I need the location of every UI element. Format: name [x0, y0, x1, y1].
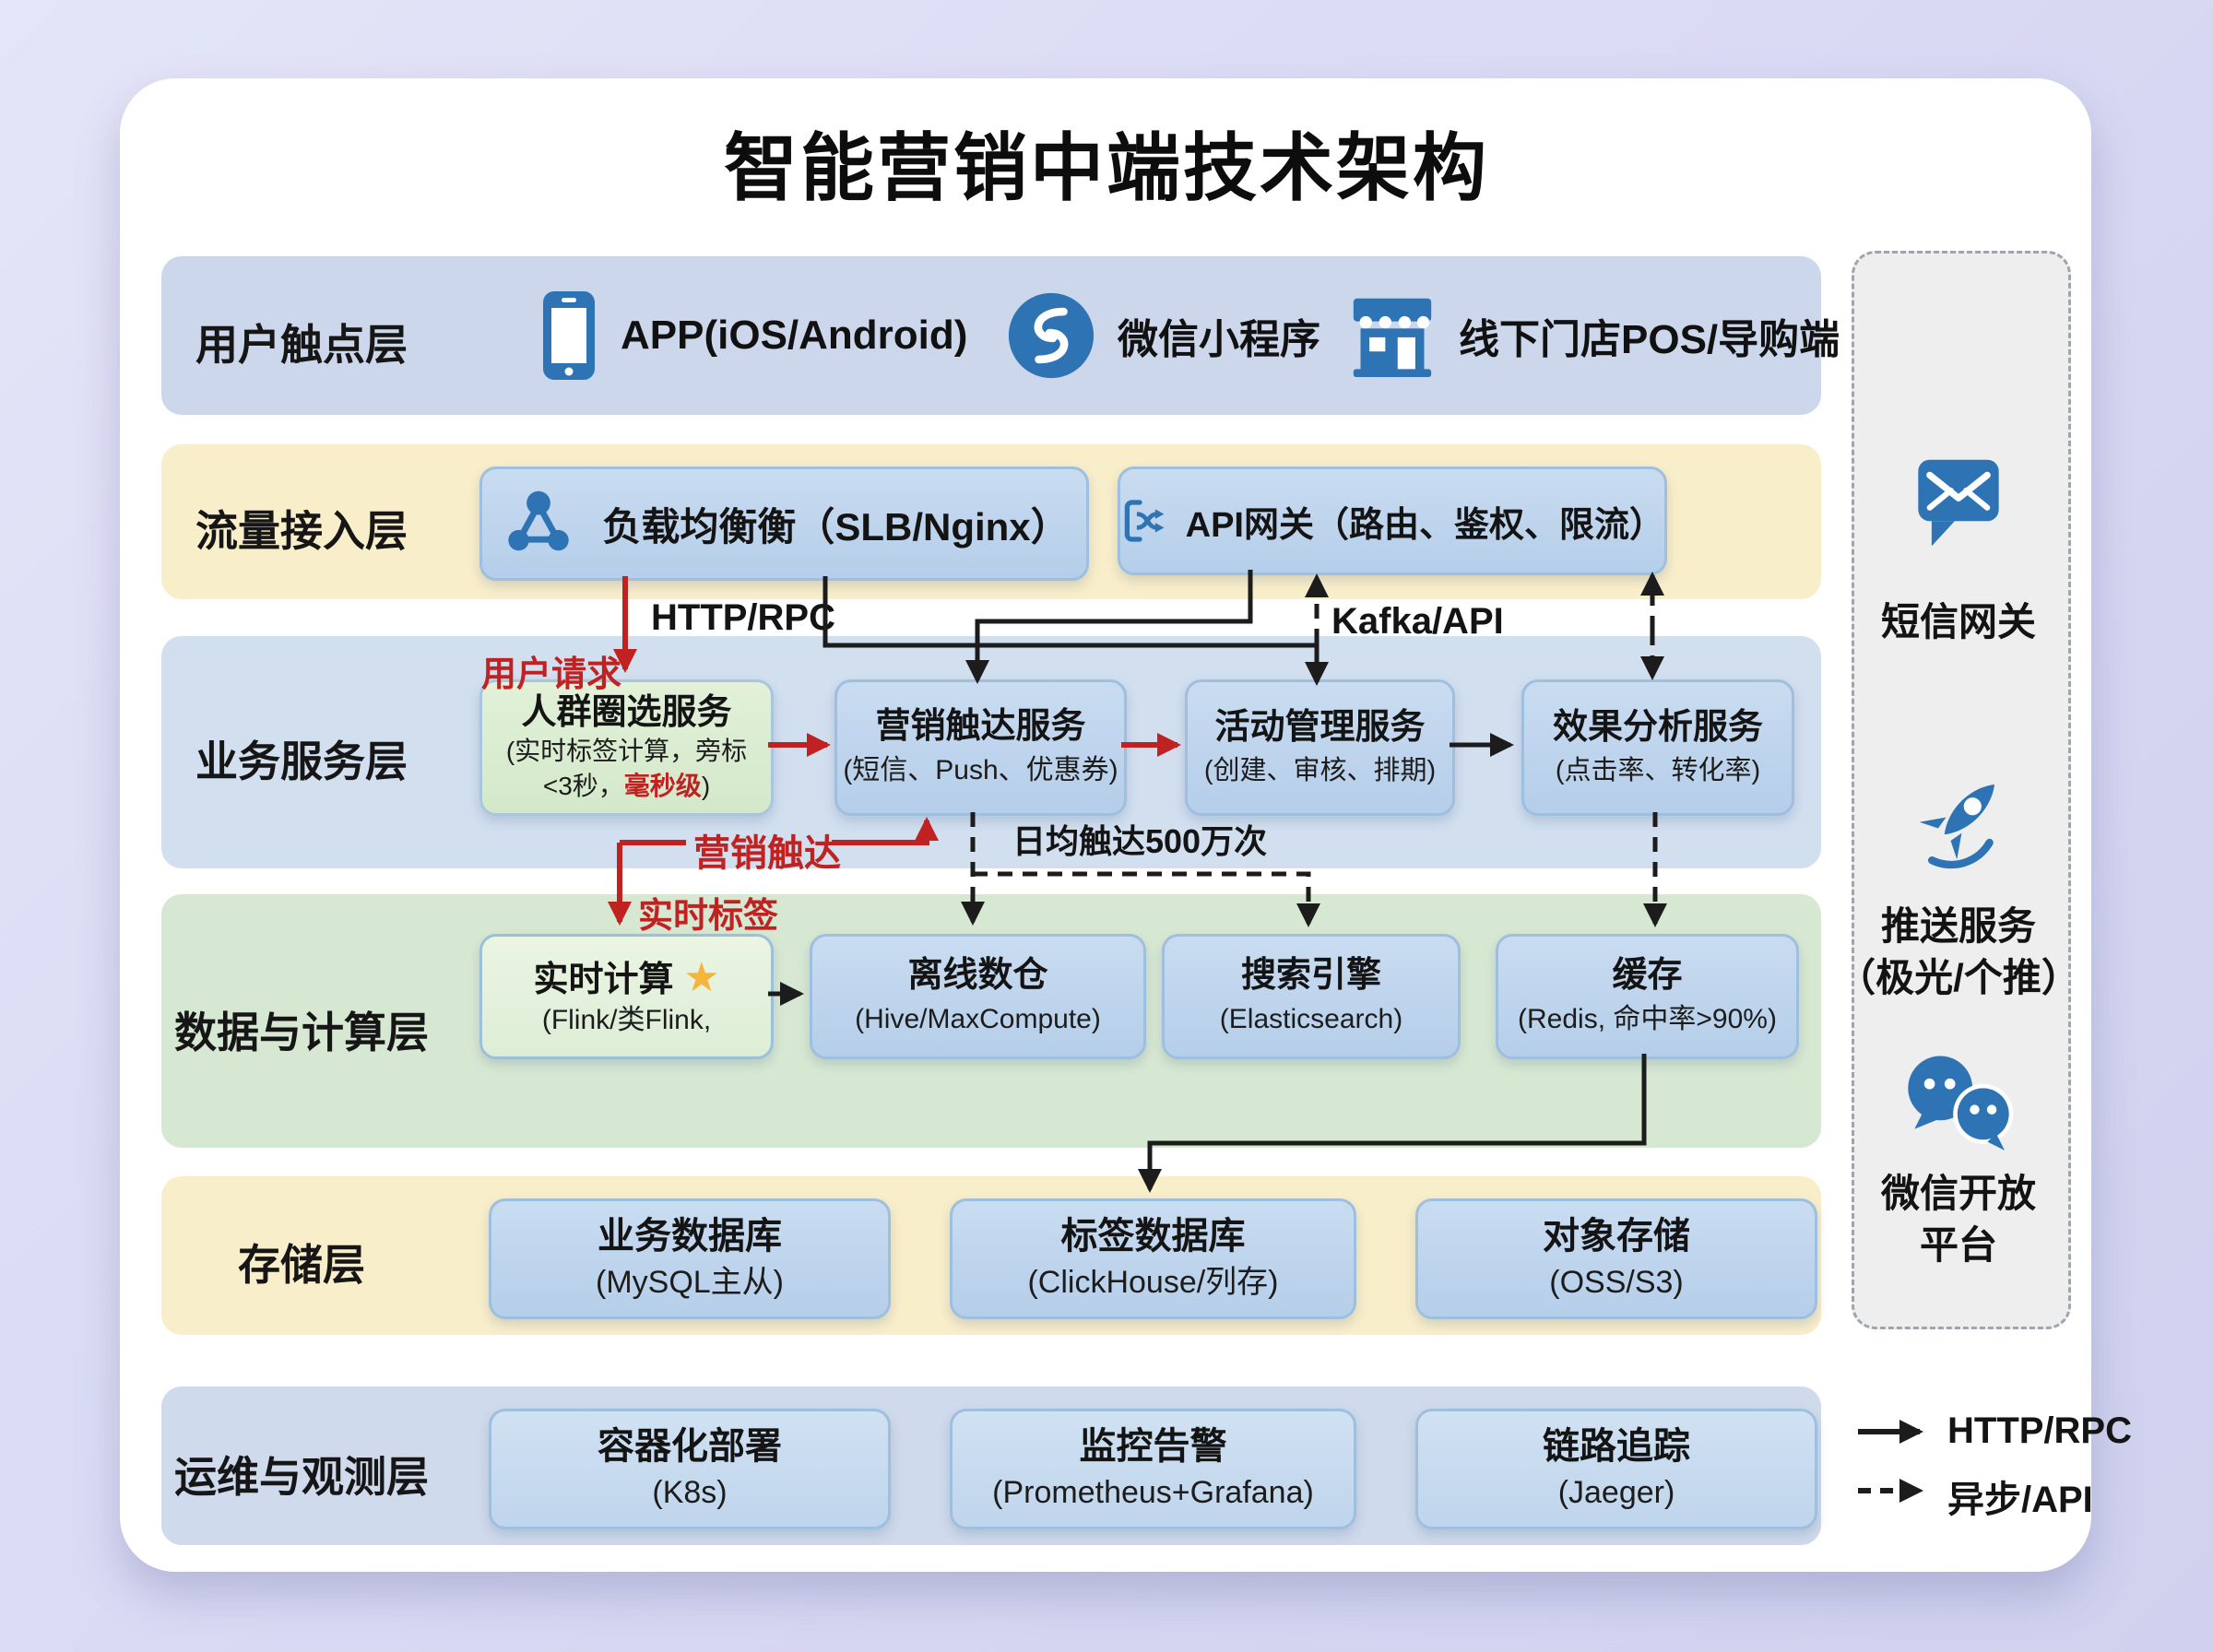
- star-icon: ★: [683, 954, 720, 1000]
- touchpoint-app: APP(iOS/Android): [539, 289, 967, 382]
- monitoring-sub: (Prometheus+Grafana): [992, 1475, 1314, 1511]
- tracing-title: 链路追踪: [1543, 1426, 1690, 1468]
- external-services-panel: [1852, 251, 2071, 1329]
- api-gateway-title: API网关（路由、鉴权、限流）: [1185, 505, 1664, 545]
- daily-touch-label: 日均触达500万次: [1012, 822, 1268, 860]
- business-db-sub: (MySQL主从): [596, 1265, 784, 1301]
- cache-sub: (Redis, 命中率>90%): [1518, 1003, 1777, 1034]
- k8s-title: 容器化部署: [598, 1426, 782, 1468]
- business-db-box: 业务数据库 (MySQL主从): [489, 1198, 891, 1319]
- marketing-touch-sub: (短信、Push、优惠券): [843, 754, 1118, 785]
- label-touchpoint-layer: 用户触点层: [195, 321, 408, 369]
- touchpoint-app-label: APP(iOS/Android): [621, 313, 968, 358]
- campaign-mgmt-title: 活动管理服务: [1214, 707, 1426, 747]
- tag-db-box: 标签数据库 (ClickHouse/列存): [950, 1198, 1356, 1319]
- api-gateway-box: API网关（路由、鉴权、限流）: [1118, 466, 1667, 575]
- tag-db-title: 标签数据库: [1060, 1216, 1246, 1257]
- wechat-open-label2: 平台: [1919, 1223, 1997, 1267]
- offline-warehouse-box: 离线数仓 (Hive/MaxCompute): [810, 934, 1146, 1059]
- offline-warehouse-title: 离线数仓: [907, 956, 1048, 996]
- http-rpc-edge-label: HTTP/RPC: [651, 597, 835, 638]
- label-storage-layer: 存储层: [238, 1241, 365, 1289]
- search-engine-title: 搜索引擎: [1240, 956, 1381, 996]
- marketing-touch-edge-label: 营销触达: [693, 833, 841, 874]
- object-storage-sub: (OSS/S3): [1549, 1265, 1684, 1301]
- push-service-label: 推送服务: [1880, 904, 2036, 948]
- slb-title: 负载均衡衡（SLB/Nginx）: [602, 504, 1070, 549]
- kafka-api-label: Kafka/API: [1331, 601, 1504, 642]
- user-request-label: 用户请求: [481, 655, 622, 694]
- label-business-layer: 业务服务层: [195, 738, 408, 785]
- legend-solid-label: HTTP/RPC: [1947, 1410, 2132, 1451]
- touchpoint-pos: 线下门店POS/导购端: [1348, 293, 1840, 378]
- touchpoint-miniprogram: 微信小程序: [1007, 291, 1320, 380]
- realtime-compute-box: 实时计算 ★ (Flink/类Flink,: [479, 934, 774, 1059]
- object-storage-title: 对象存储: [1543, 1216, 1690, 1257]
- k8s-box: 容器化部署 (K8s): [489, 1409, 891, 1529]
- campaign-mgmt-box: 活动管理服务 (创建、审核、排期): [1185, 679, 1455, 816]
- monitoring-title: 监控告警: [1079, 1426, 1227, 1468]
- api-gateway-icon: [1124, 500, 1165, 542]
- realtime-tag-label: 实时标签: [638, 897, 779, 936]
- effect-analysis-title: 效果分析服务: [1552, 707, 1763, 747]
- store-icon: [1353, 298, 1432, 378]
- realtime-compute-sub: (Flink/类Flink,: [541, 1005, 712, 1036]
- milliseconds-highlight: 毫秒级: [623, 771, 702, 800]
- search-engine-sub: (Elasticsearch): [1219, 1003, 1403, 1034]
- effect-analysis-box: 效果分析服务 (点击率、转化率): [1521, 679, 1794, 816]
- wechat-open-label: 微信开放: [1880, 1172, 2036, 1215]
- effect-analysis-sub: (点击率、转化率): [1555, 755, 1761, 785]
- smartphone-icon: [543, 291, 595, 380]
- crowd-selection-sub1: (实时标签计算，旁标: [505, 737, 748, 766]
- crowd-selection-box: 人群圈选服务 (实时标签计算，旁标 <3秒，毫秒级): [479, 679, 774, 816]
- label-gateway-layer: 流量接入层: [195, 507, 408, 555]
- push-service-label2: （极光/个推）: [1837, 956, 2080, 999]
- cache-box: 缓存 (Redis, 命中率>90%): [1496, 934, 1799, 1059]
- k8s-sub: (K8s): [652, 1475, 728, 1511]
- tag-db-sub: (ClickHouse/列存): [1027, 1265, 1279, 1301]
- touchpoint-miniprogram-label: 微信小程序: [1118, 317, 1320, 362]
- object-storage-box: 对象存储 (OSS/S3): [1415, 1198, 1817, 1319]
- monitoring-box: 监控告警 (Prometheus+Grafana): [950, 1409, 1356, 1529]
- crowd-selection-title: 人群圈选服务: [521, 692, 732, 732]
- marketing-touch-title: 营销触达服务: [875, 707, 1086, 747]
- crowd-selection-sub2: <3秒，毫秒级): [542, 771, 711, 800]
- page-title: 智能营销中端技术架构: [724, 127, 1489, 209]
- touchpoint-pos-label: 线下门店POS/导购端: [1459, 317, 1840, 362]
- search-engine-box: 搜索引擎 (Elasticsearch): [1162, 934, 1461, 1059]
- sms-gateway-label: 短信网关: [1880, 600, 2036, 643]
- wechat-miniprogram-icon: [1008, 292, 1095, 379]
- label-ops-layer: 运维与观测层: [174, 1453, 429, 1501]
- offline-warehouse-sub: (Hive/MaxCompute): [855, 1003, 1101, 1034]
- label-data-layer: 数据与计算层: [174, 1009, 429, 1056]
- band-touchpoint: [161, 256, 1821, 415]
- slb-box: 负载均衡衡（SLB/Nginx）: [479, 466, 1089, 581]
- campaign-mgmt-sub: (创建、审核、排期): [1203, 755, 1437, 785]
- realtime-compute-title: 实时计算 ★: [533, 954, 720, 1000]
- business-db-title: 业务数据库: [598, 1216, 782, 1257]
- tracing-box: 链路追踪 (Jaeger): [1415, 1409, 1817, 1529]
- cache-title: 缓存: [1612, 956, 1683, 996]
- marketing-touch-box: 营销触达服务 (短信、Push、优惠券): [834, 679, 1127, 816]
- tracing-sub: (Jaeger): [1557, 1475, 1675, 1511]
- load-balancer-icon: [508, 490, 570, 551]
- legend-dashed-label: 异步/API: [1947, 1480, 2093, 1520]
